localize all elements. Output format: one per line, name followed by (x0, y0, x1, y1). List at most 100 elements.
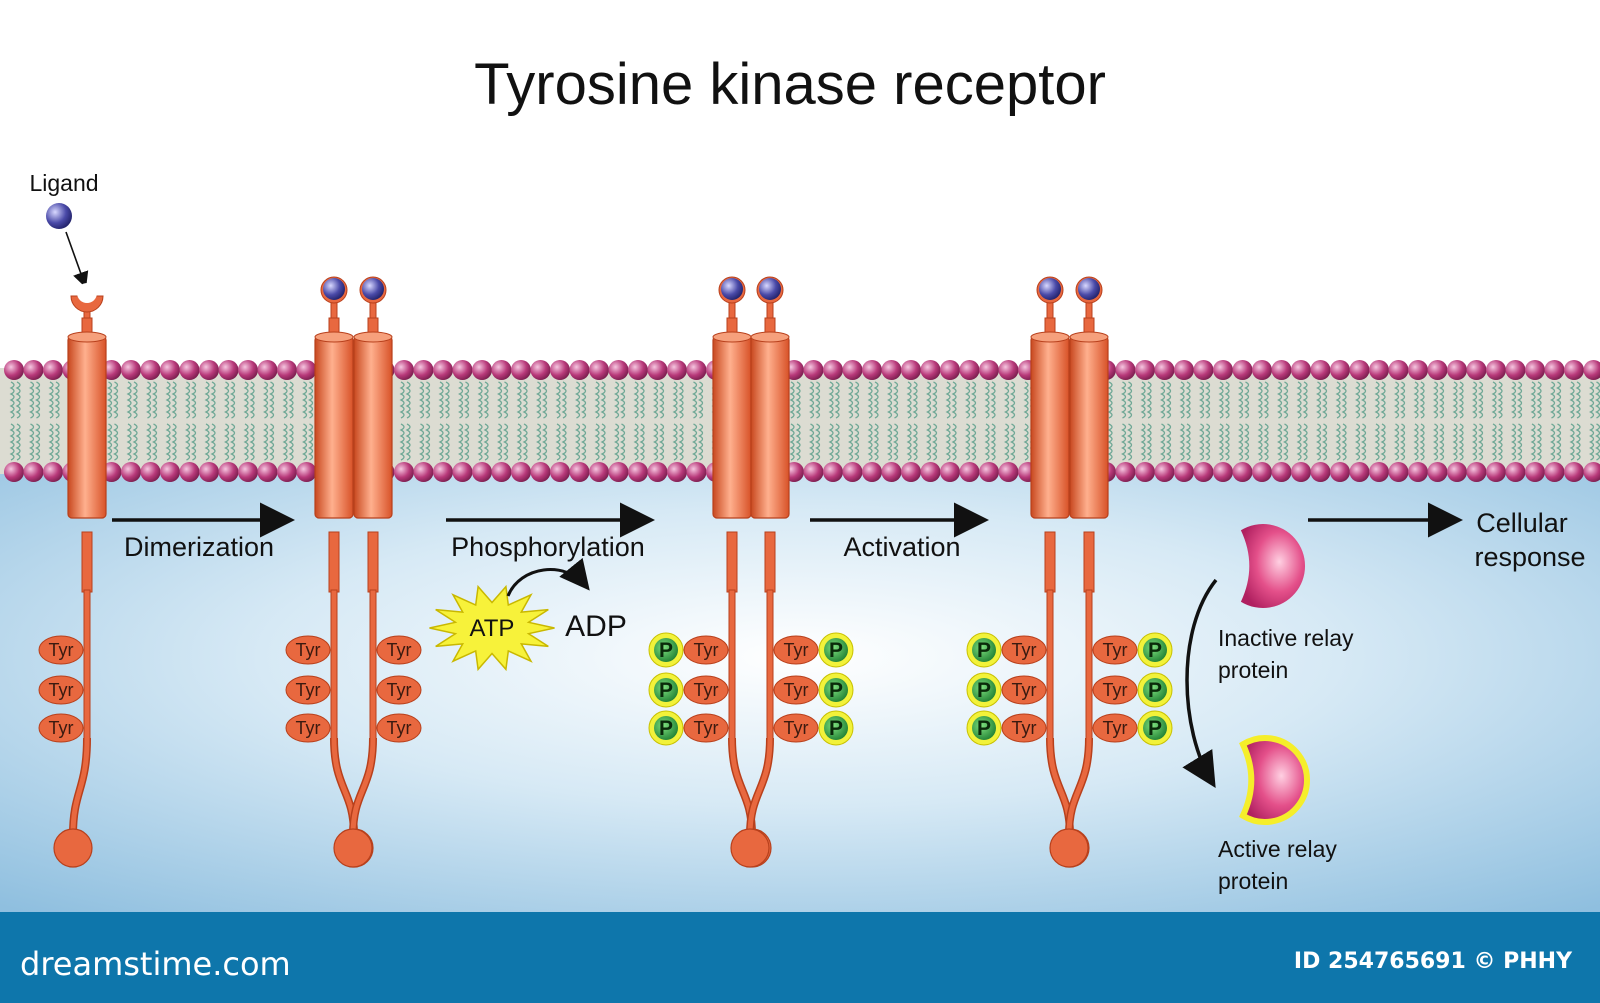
lipid-head (1330, 360, 1350, 380)
lipid-tail (1380, 381, 1386, 419)
lipid-tail (1491, 423, 1497, 461)
lipid-tail (1478, 381, 1484, 419)
lipid-tail (1335, 423, 1341, 461)
tyrosine-residue (1001, 635, 1047, 665)
lipid-tail (893, 381, 899, 419)
lipid-tail (113, 423, 119, 461)
lipid-head (4, 360, 24, 380)
lipid-head (803, 462, 824, 482)
lipid-head (4, 462, 24, 482)
lipid-tail (1472, 381, 1478, 419)
lipid-tail (152, 381, 158, 419)
receptors: TyrTyrTyrTyrTyrTyrTyrTyrTyrTyrPTyrPTyrPT… (38, 276, 1173, 868)
tyrosine-residue (683, 675, 729, 705)
lipid-head (530, 360, 551, 380)
lipid-tail (405, 381, 411, 419)
kinase-segment (1046, 589, 1054, 741)
lipid-head (121, 360, 141, 380)
lipid-head (1310, 462, 1331, 482)
tyrosine-label: Tyr (387, 640, 412, 660)
lipid-head (881, 360, 902, 380)
lipid-tail (522, 423, 528, 461)
lipid-head (1369, 462, 1389, 482)
lipid-tail (224, 423, 230, 461)
lipid-tail (951, 423, 957, 461)
lipid-tail (9, 423, 15, 461)
extracellular-space (0, 0, 1600, 370)
lipid-head (43, 360, 63, 380)
lipid-tail (171, 423, 177, 461)
lipid-tail (1146, 423, 1152, 461)
lipid-head (1525, 462, 1545, 482)
lipid-tail (1179, 381, 1185, 419)
lipid-head (296, 360, 317, 380)
lipid-tail (542, 423, 548, 461)
lipid-tail (614, 381, 620, 419)
lipid-tail (1121, 381, 1127, 419)
lipid-tail (1433, 381, 1439, 419)
lipid-head (589, 360, 609, 380)
lipid-tail (971, 423, 977, 461)
lipid-head (823, 360, 843, 380)
transmembrane-domain (1030, 335, 1070, 519)
lipid-tail (1140, 423, 1146, 461)
lipid-head (920, 462, 941, 482)
kinase-segment (1085, 589, 1093, 741)
lipid-tail (698, 423, 704, 461)
kinase-segment (83, 589, 91, 741)
lipid-tail (1023, 423, 1029, 461)
lipid-tail (107, 423, 113, 461)
lipid-head (1466, 360, 1487, 380)
lipid-tail (483, 423, 489, 461)
juxtamembrane-segment (726, 531, 738, 593)
lipid-head (140, 462, 161, 482)
lipid-tail (1218, 423, 1224, 461)
lipid-tail (1497, 381, 1503, 419)
adp-label: ADP (565, 610, 627, 643)
lipid-tail (1244, 423, 1250, 461)
lipid-tail (1575, 423, 1581, 461)
lipid-tail (1224, 381, 1230, 419)
lipid-head (1447, 360, 1467, 380)
tyrosine-label: Tyr (387, 718, 412, 738)
lipid-tail (906, 423, 912, 461)
lipid-head (160, 360, 180, 380)
tyrosine-residue (773, 635, 819, 665)
lipid-tail (945, 381, 951, 419)
transmembrane-domain (67, 335, 107, 519)
lipid-head (1291, 462, 1311, 482)
lipid-tail (191, 423, 197, 461)
lipid-head (160, 462, 180, 482)
lipid-tail (48, 381, 54, 419)
lipid-tail (854, 423, 860, 461)
lipid-tail (399, 381, 405, 419)
receptor-tail (70, 737, 90, 836)
lipid-head (901, 462, 921, 482)
lipid-tail (1296, 381, 1302, 419)
tyrosine-label: Tyr (694, 680, 719, 700)
receptor-binding-cup (70, 295, 104, 313)
lipid-head (920, 360, 941, 380)
lipid-tail (893, 423, 899, 461)
lipid-tail (926, 381, 932, 419)
lipid-tail (1433, 423, 1439, 461)
lipid-tail (263, 381, 269, 419)
lipid-tail (1361, 381, 1367, 419)
lipid-tail (600, 423, 606, 461)
lipid-tail (815, 423, 821, 461)
lipid-head (959, 360, 980, 380)
lipid-head (1349, 360, 1370, 380)
lipid-head (628, 360, 648, 380)
lipid-tail (1322, 381, 1328, 419)
lipid-tail (405, 423, 411, 461)
phosphate-group (972, 678, 996, 702)
lipid-tail (653, 423, 659, 461)
lipid-head (998, 360, 1019, 380)
lipid-tail (1341, 423, 1347, 461)
tyrosine-residue (1092, 635, 1138, 665)
lipid-tail (425, 423, 431, 461)
tyrosine-residue (1092, 713, 1138, 743)
